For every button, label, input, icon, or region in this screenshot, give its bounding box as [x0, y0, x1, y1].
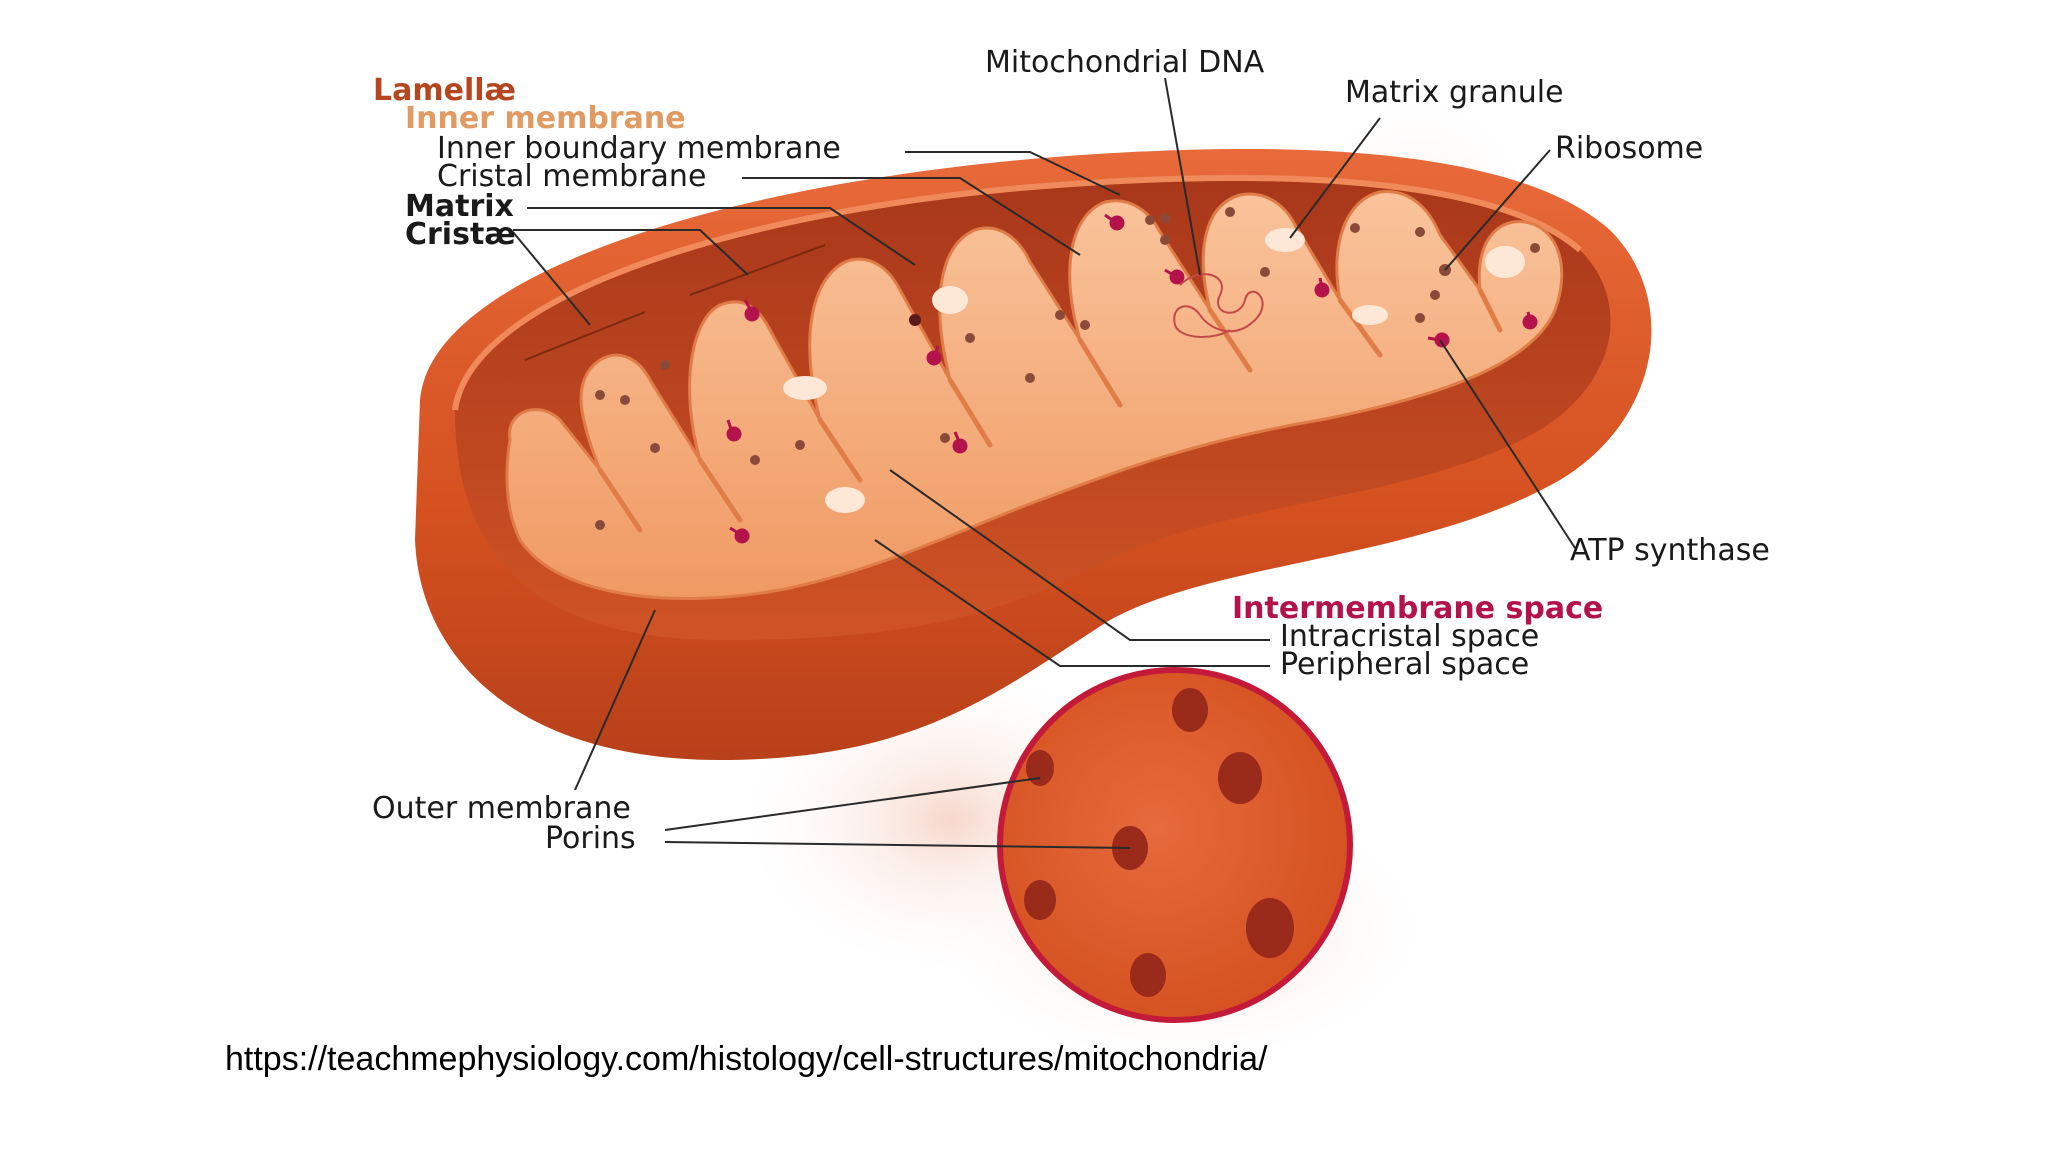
label-intermembrane-space: Intermembrane space — [1232, 591, 1603, 626]
matrix-shape — [505, 190, 1564, 600]
label-mitochondrial-dna: Mitochondrial DNA — [985, 45, 1265, 80]
source-url[interactable]: https://teachmephysiology.com/histology/… — [225, 1040, 1268, 1078]
ribosomes — [595, 207, 1540, 530]
label-peripheral-space: Peripheral space — [1280, 647, 1529, 682]
label-ribosome: Ribosome — [1555, 131, 1703, 166]
label-cristal-membrane: Cristal membrane — [437, 159, 706, 194]
label-intracristal-space: Intracristal space — [1280, 619, 1539, 654]
label-inner-boundary-membrane: Inner boundary membrane — [437, 131, 841, 166]
diagram-labels: Lamellæ Inner membrane Inner boundary me… — [372, 45, 1770, 856]
label-atp-synthase: ATP synthase — [1570, 533, 1770, 568]
atp-synthase-particles — [726, 213, 1538, 544]
mitochondrial-dna-strand — [1173, 273, 1264, 338]
label-lamellae: Lamellæ — [373, 73, 516, 108]
lamellae-lines — [524, 244, 826, 361]
label-outer-membrane: Outer membrane — [372, 791, 631, 826]
label-inner-membrane: Inner membrane — [405, 101, 686, 136]
label-matrix-granule: Matrix granule — [1345, 75, 1564, 110]
leader-lines — [512, 77, 1576, 849]
label-porins: Porins — [545, 821, 636, 856]
porins-zoom-circle — [997, 667, 1353, 1023]
label-matrix: Matrix — [405, 189, 514, 224]
label-cristae: Cristæ — [405, 217, 516, 252]
matrix-granules — [783, 228, 1525, 513]
